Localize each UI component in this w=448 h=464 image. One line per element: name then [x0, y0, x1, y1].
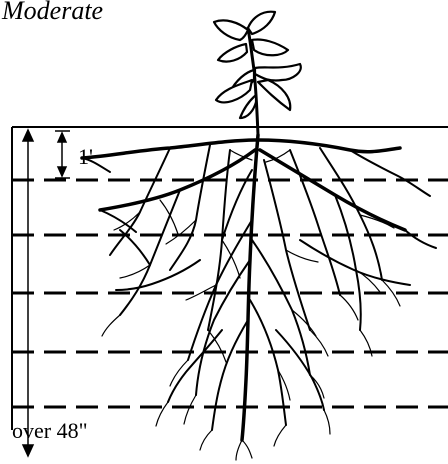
plant-shoot — [214, 12, 301, 135]
root-system — [82, 135, 436, 460]
one-foot-label: 1' — [78, 144, 93, 170]
leaf — [240, 95, 256, 118]
one-foot-arrow — [55, 131, 70, 178]
leaf — [255, 64, 301, 81]
leaf — [258, 80, 290, 110]
leaf — [218, 44, 247, 62]
max-depth-label: over 48" — [12, 418, 88, 444]
leaf — [216, 80, 252, 102]
depth-layer-lines — [12, 180, 448, 407]
leaf — [214, 20, 248, 40]
leaf — [248, 12, 275, 34]
leaf — [252, 39, 288, 55]
